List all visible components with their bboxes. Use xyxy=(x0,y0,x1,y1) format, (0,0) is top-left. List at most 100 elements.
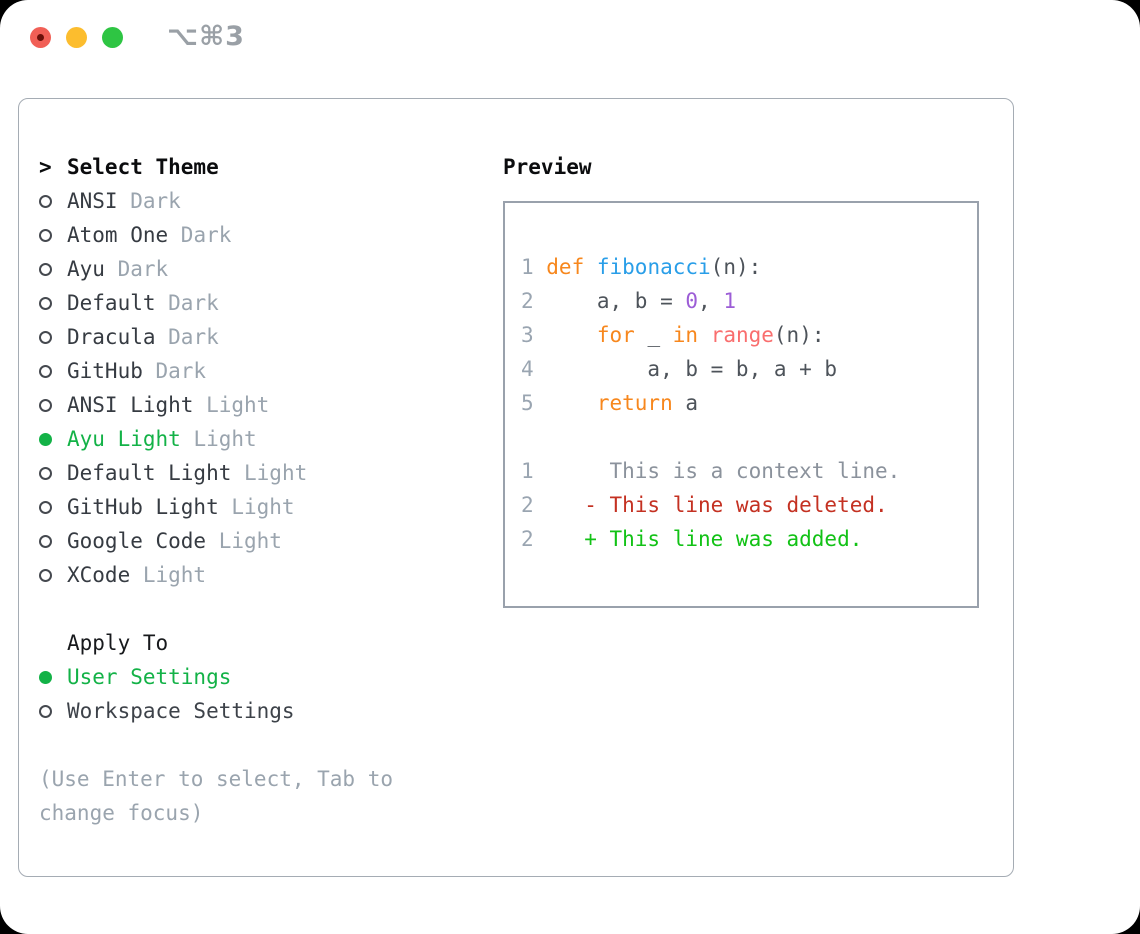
cursor-marker-icon: > xyxy=(39,155,52,179)
theme-option[interactable]: Default Light Light xyxy=(39,456,393,490)
close-button-icon[interactable] xyxy=(30,27,51,48)
theme-name: Ayu Light xyxy=(67,427,181,451)
theme-variant: Light xyxy=(142,563,207,587)
code-segment-added: + This line was added. xyxy=(546,527,863,551)
radio-icon xyxy=(39,704,52,718)
code-segment-function: fibonacci xyxy=(596,255,711,279)
code-segment-code_text: _ xyxy=(634,323,673,347)
radio-icon xyxy=(39,466,52,480)
theme-option[interactable]: XCode Light xyxy=(39,558,393,592)
code-segment-keyword: in xyxy=(672,323,699,347)
theme-option[interactable]: Ayu Dark xyxy=(39,252,393,286)
apply-to-option[interactable]: Workspace Settings xyxy=(39,694,393,728)
radio-icon xyxy=(39,534,52,548)
theme-variant: Light xyxy=(218,529,282,553)
code-segment-code_text: (n): xyxy=(773,323,825,347)
radio-icon xyxy=(39,296,52,310)
theme-option[interactable]: Ayu Light Light xyxy=(39,422,393,456)
line-number: 2 xyxy=(521,289,534,313)
radio-icon xyxy=(39,228,52,242)
code-segment-code_text xyxy=(698,323,711,347)
radio-icon xyxy=(39,364,52,378)
theme-variant: Dark xyxy=(180,223,232,247)
apply-to-label: Apply To xyxy=(67,631,169,655)
code-segment-code_text xyxy=(546,391,597,415)
preview-blank-line xyxy=(521,420,971,454)
window-title-shortcut: ⌥⌘3 xyxy=(167,21,245,52)
theme-variant: Light xyxy=(206,393,270,417)
theme-name: Google Code xyxy=(67,529,207,553)
radio-icon xyxy=(39,262,52,276)
line-number: 1 xyxy=(521,459,534,483)
code-segment-code_text xyxy=(546,323,597,347)
radio-selected-icon xyxy=(39,432,52,446)
line-number: 4 xyxy=(521,357,534,381)
radio-icon xyxy=(39,568,52,582)
select-theme-title: Select Theme xyxy=(67,155,219,179)
zoom-button-icon[interactable] xyxy=(102,27,123,48)
code-segment-deleted: - This line was deleted. xyxy=(546,493,888,517)
select-theme-header: > Select Theme xyxy=(39,150,393,184)
code-segment-context: This is a context line. xyxy=(546,459,901,483)
theme-name: Default xyxy=(67,291,156,315)
theme-name: GitHub xyxy=(67,359,143,383)
radio-selected-icon xyxy=(39,670,52,684)
theme-variant: Dark xyxy=(155,359,207,383)
minimize-button-icon[interactable] xyxy=(66,27,87,48)
radio-icon xyxy=(39,500,52,514)
theme-option[interactable]: Google Code Light xyxy=(39,524,393,558)
line-number: 5 xyxy=(521,391,534,415)
code-segment-code_text: a, b = xyxy=(546,289,686,313)
theme-name: ANSI xyxy=(67,189,118,213)
apply-to-option-label: User Settings xyxy=(67,665,232,689)
theme-name: XCode xyxy=(67,563,131,587)
code-segment-code_text: a, b = b, a + b xyxy=(546,357,838,381)
traffic-lights xyxy=(30,27,123,48)
code-segment-builtin: range xyxy=(710,323,774,347)
line-number: 2 xyxy=(521,527,534,551)
theme-variant: Light xyxy=(231,495,295,519)
theme-name: Ayu xyxy=(67,257,105,281)
line-number: 3 xyxy=(521,323,534,347)
theme-name: ANSI Light xyxy=(67,393,194,417)
code-segment-code_text: (n): xyxy=(710,255,762,279)
theme-variant: Light xyxy=(193,427,257,451)
preview-line: 2 - This line was deleted. xyxy=(521,488,971,522)
theme-variant: Dark xyxy=(168,291,219,315)
theme-name: Dracula xyxy=(67,325,156,349)
apply-to-option-label: Workspace Settings xyxy=(67,699,295,723)
theme-variant: Dark xyxy=(130,189,181,213)
theme-name: GitHub Light xyxy=(67,495,219,519)
preview-line: 5 return a xyxy=(521,386,971,420)
preview-line: 2 a, b = 0, 1 xyxy=(521,284,971,318)
code-segment-number: 1 xyxy=(723,289,736,313)
theme-option[interactable]: ANSI Light Light xyxy=(39,388,393,422)
code-segment-keyword: for xyxy=(596,323,635,347)
code-segment-code_text: , xyxy=(698,289,724,313)
apply-to-option[interactable]: User Settings xyxy=(39,660,393,694)
radio-icon xyxy=(39,398,52,412)
help-text: (Use Enter to select, Tab to change focu… xyxy=(39,767,394,825)
theme-option[interactable]: GitHub Light Light xyxy=(39,490,393,524)
theme-name: Default Light xyxy=(67,461,232,485)
theme-option[interactable]: GitHub Dark xyxy=(39,354,393,388)
theme-option[interactable]: ANSI Dark xyxy=(39,184,393,218)
code-segment-keyword: def xyxy=(546,255,585,279)
line-number: 2 xyxy=(521,493,534,517)
preview-line: 2 + This line was added. xyxy=(521,522,971,556)
theme-variant: Dark xyxy=(117,257,169,281)
theme-option[interactable]: Default Dark xyxy=(39,286,393,320)
line-number: 1 xyxy=(521,255,534,279)
code-segment-keyword: return xyxy=(596,391,673,415)
code-segment-number: 0 xyxy=(685,289,699,313)
radio-icon xyxy=(39,330,52,344)
theme-variant: Light xyxy=(244,461,308,485)
